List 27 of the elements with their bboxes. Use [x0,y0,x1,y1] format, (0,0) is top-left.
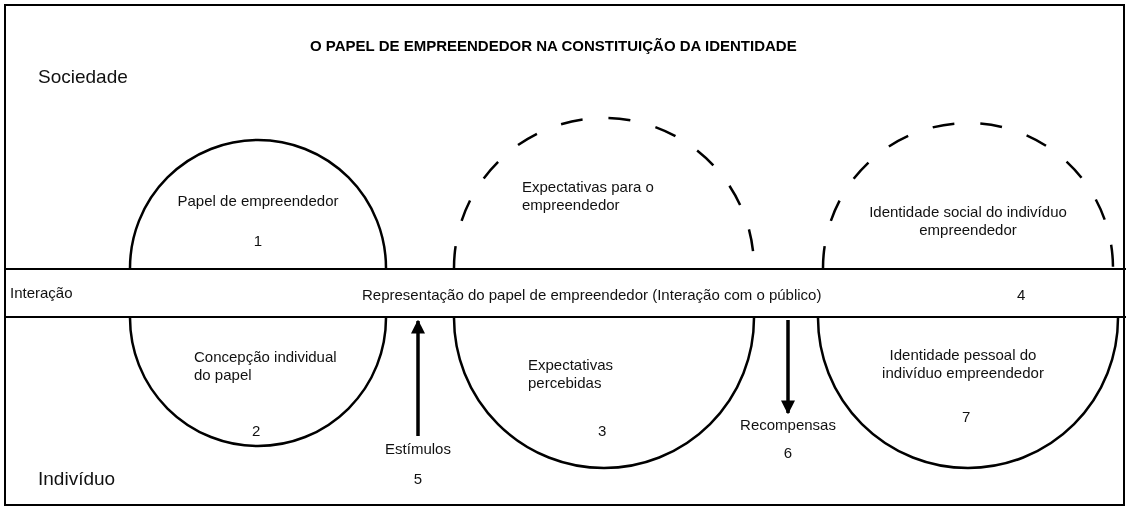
node-label: Identidade social do indivíduo empreendedor [868,203,1068,239]
semicircle [130,140,386,268]
node-number: 2 [252,422,262,440]
diagram-title: O PAPEL DE EMPREENDEDOR NA CONSTITUIÇÃO DA IDENTIDADE [310,37,797,54]
node-label: Papel de empreendedor [176,192,340,210]
node-number: 7 [962,408,972,426]
row-label: Indivíduo [38,468,116,490]
semicircle [823,123,1113,268]
semicircle [130,318,386,446]
node-number: 1 [252,232,264,250]
node-label: Identidade pessoal do indivíduo empreendedor [881,346,1045,382]
arrow-number: 6 [782,444,794,462]
node-label: Concepção individual do papel [194,348,338,384]
band-number: 4 [1017,286,1026,304]
arrow [411,319,425,436]
arrow [781,320,795,415]
node-number: 3 [598,422,608,440]
arrow-label: Recompensas [739,416,837,434]
interaction-band [5,268,1126,318]
node-label: Expectativas para o empreendedor [522,178,655,214]
band-label: Representação do papel de empreendedor (Interação com o público) [362,286,822,304]
semicircle [454,118,754,268]
arrow-label: Estímulos [384,440,452,458]
node-label: Expectativas percebidas [528,356,615,392]
row-label: Interação [10,284,73,301]
row-label: Sociedade [38,66,128,88]
arrow-number: 5 [412,470,424,488]
